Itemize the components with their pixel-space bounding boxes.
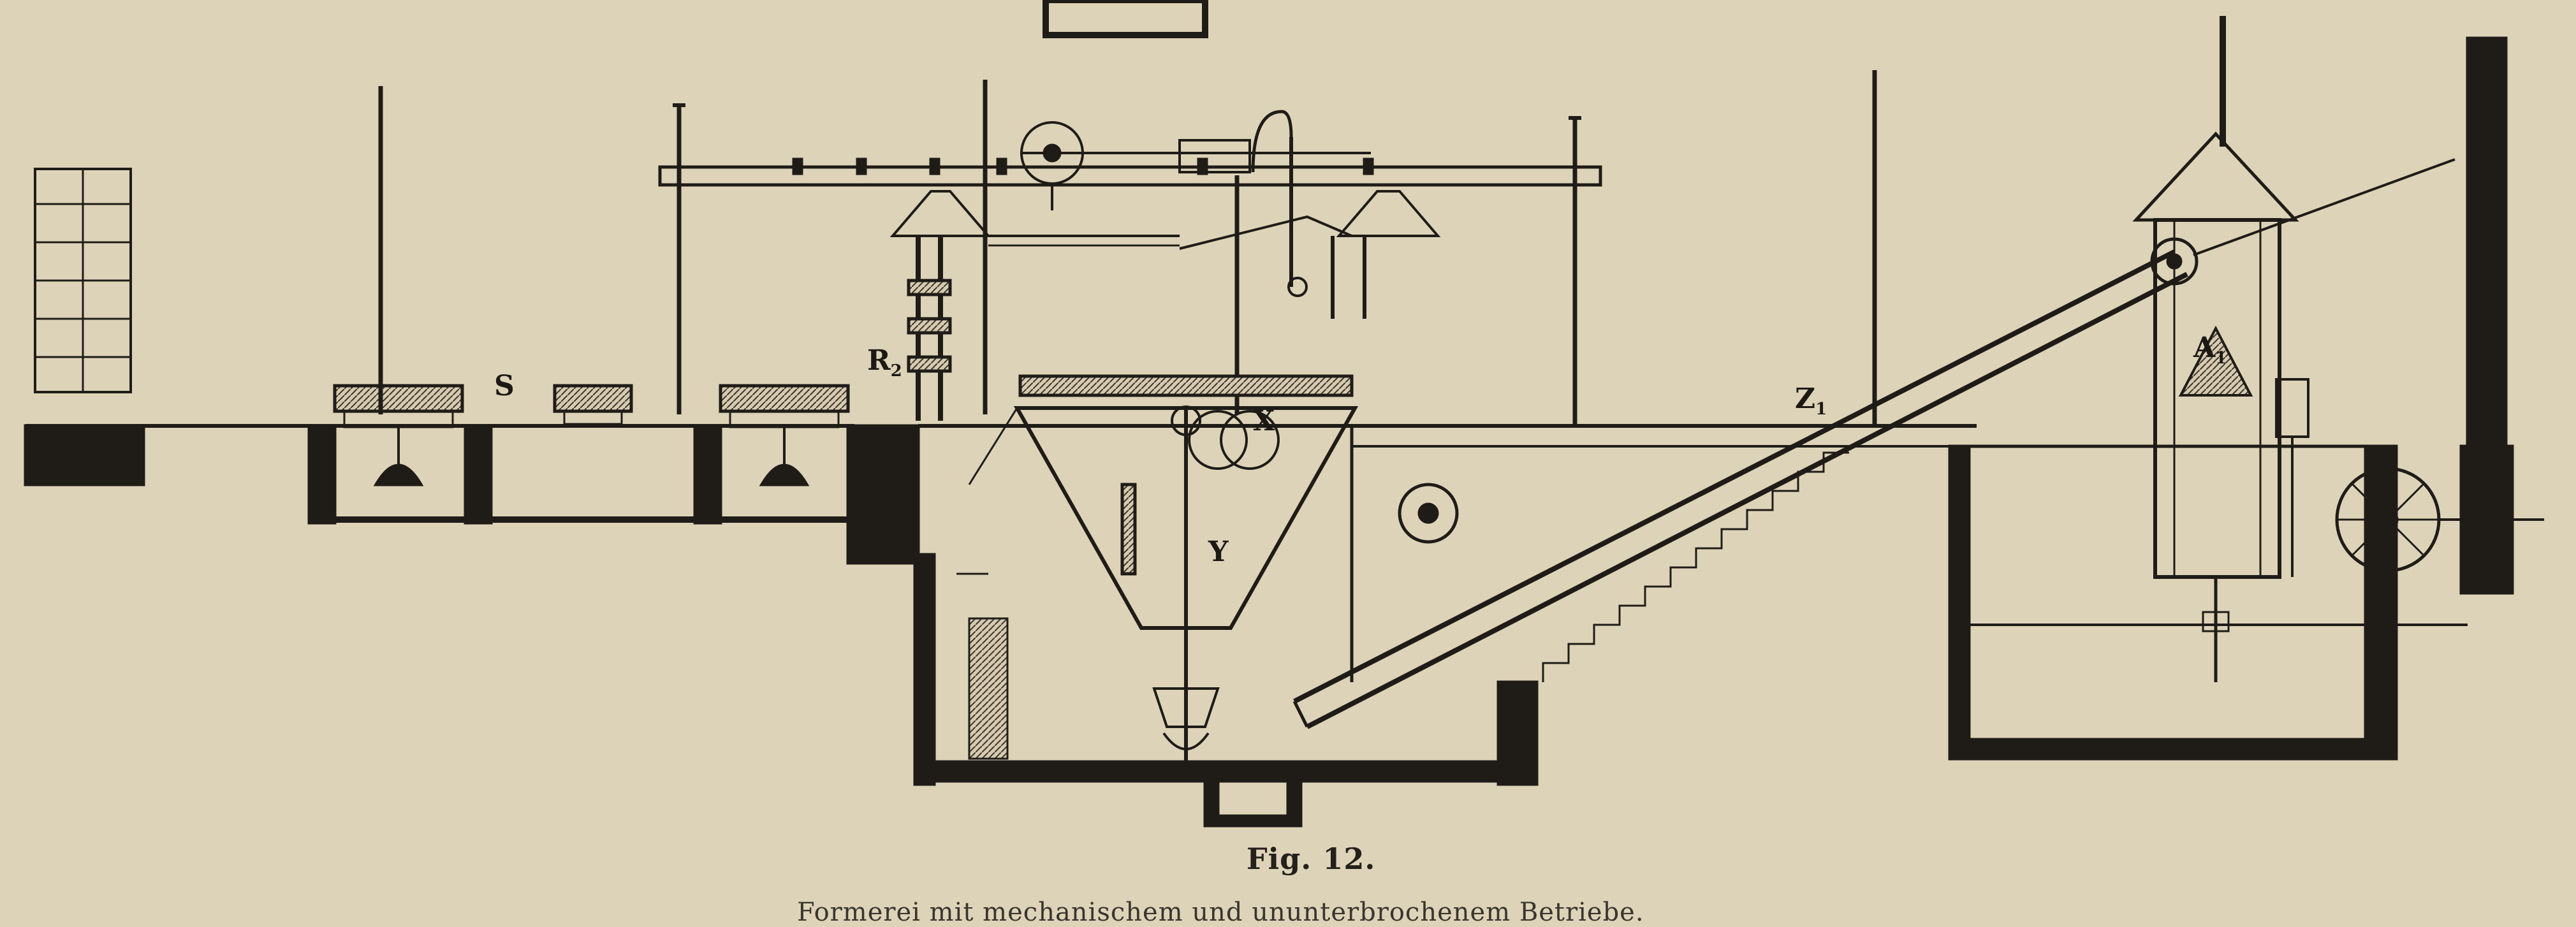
label-R2-sub: 2 (890, 361, 902, 381)
small-hopper (2275, 378, 2309, 577)
central-pit (913, 553, 1539, 828)
right-pit (1948, 36, 2514, 761)
rammer-left (889, 190, 1180, 421)
floor-grating (918, 424, 1977, 682)
inclined-conveyor (1292, 249, 2188, 729)
central-funnel (968, 374, 1359, 765)
stairs (1542, 451, 1849, 682)
label-Y: Y (1208, 536, 1229, 568)
molding-station-1 (333, 384, 464, 486)
left-foundation (24, 424, 920, 565)
label-R2: R2 (867, 344, 902, 381)
overhead-posts (378, 70, 1877, 424)
fan-wheel (2335, 467, 2544, 573)
rammer-right (1179, 190, 1441, 319)
label-R2-main: R (867, 344, 891, 377)
top-pulley (1020, 121, 1084, 210)
molding-station-2 (553, 384, 633, 425)
label-X: X (1253, 405, 1275, 437)
figure-caption: Fig. 12. (1247, 842, 1376, 876)
label-Z1-sub: 1 (1815, 399, 1827, 419)
label-A1: A1 (2193, 332, 2227, 368)
label-Z1-main: Z (1795, 383, 1816, 415)
label-S: S (494, 370, 515, 402)
shelf-stack (34, 168, 132, 393)
top-chimney (1043, 0, 1208, 38)
overhead-rail (658, 152, 1602, 187)
molding-station-3 (719, 384, 850, 486)
top-box (1178, 110, 1308, 297)
figure-subcaption: Formerei mit mechanischem und ununterbro… (797, 898, 1644, 927)
label-Z1: Z1 (1795, 383, 1827, 419)
label-A1-sub: 1 (2215, 348, 2227, 368)
elevator-tower (2132, 16, 2455, 682)
label-A1-main: A (2193, 332, 2216, 364)
